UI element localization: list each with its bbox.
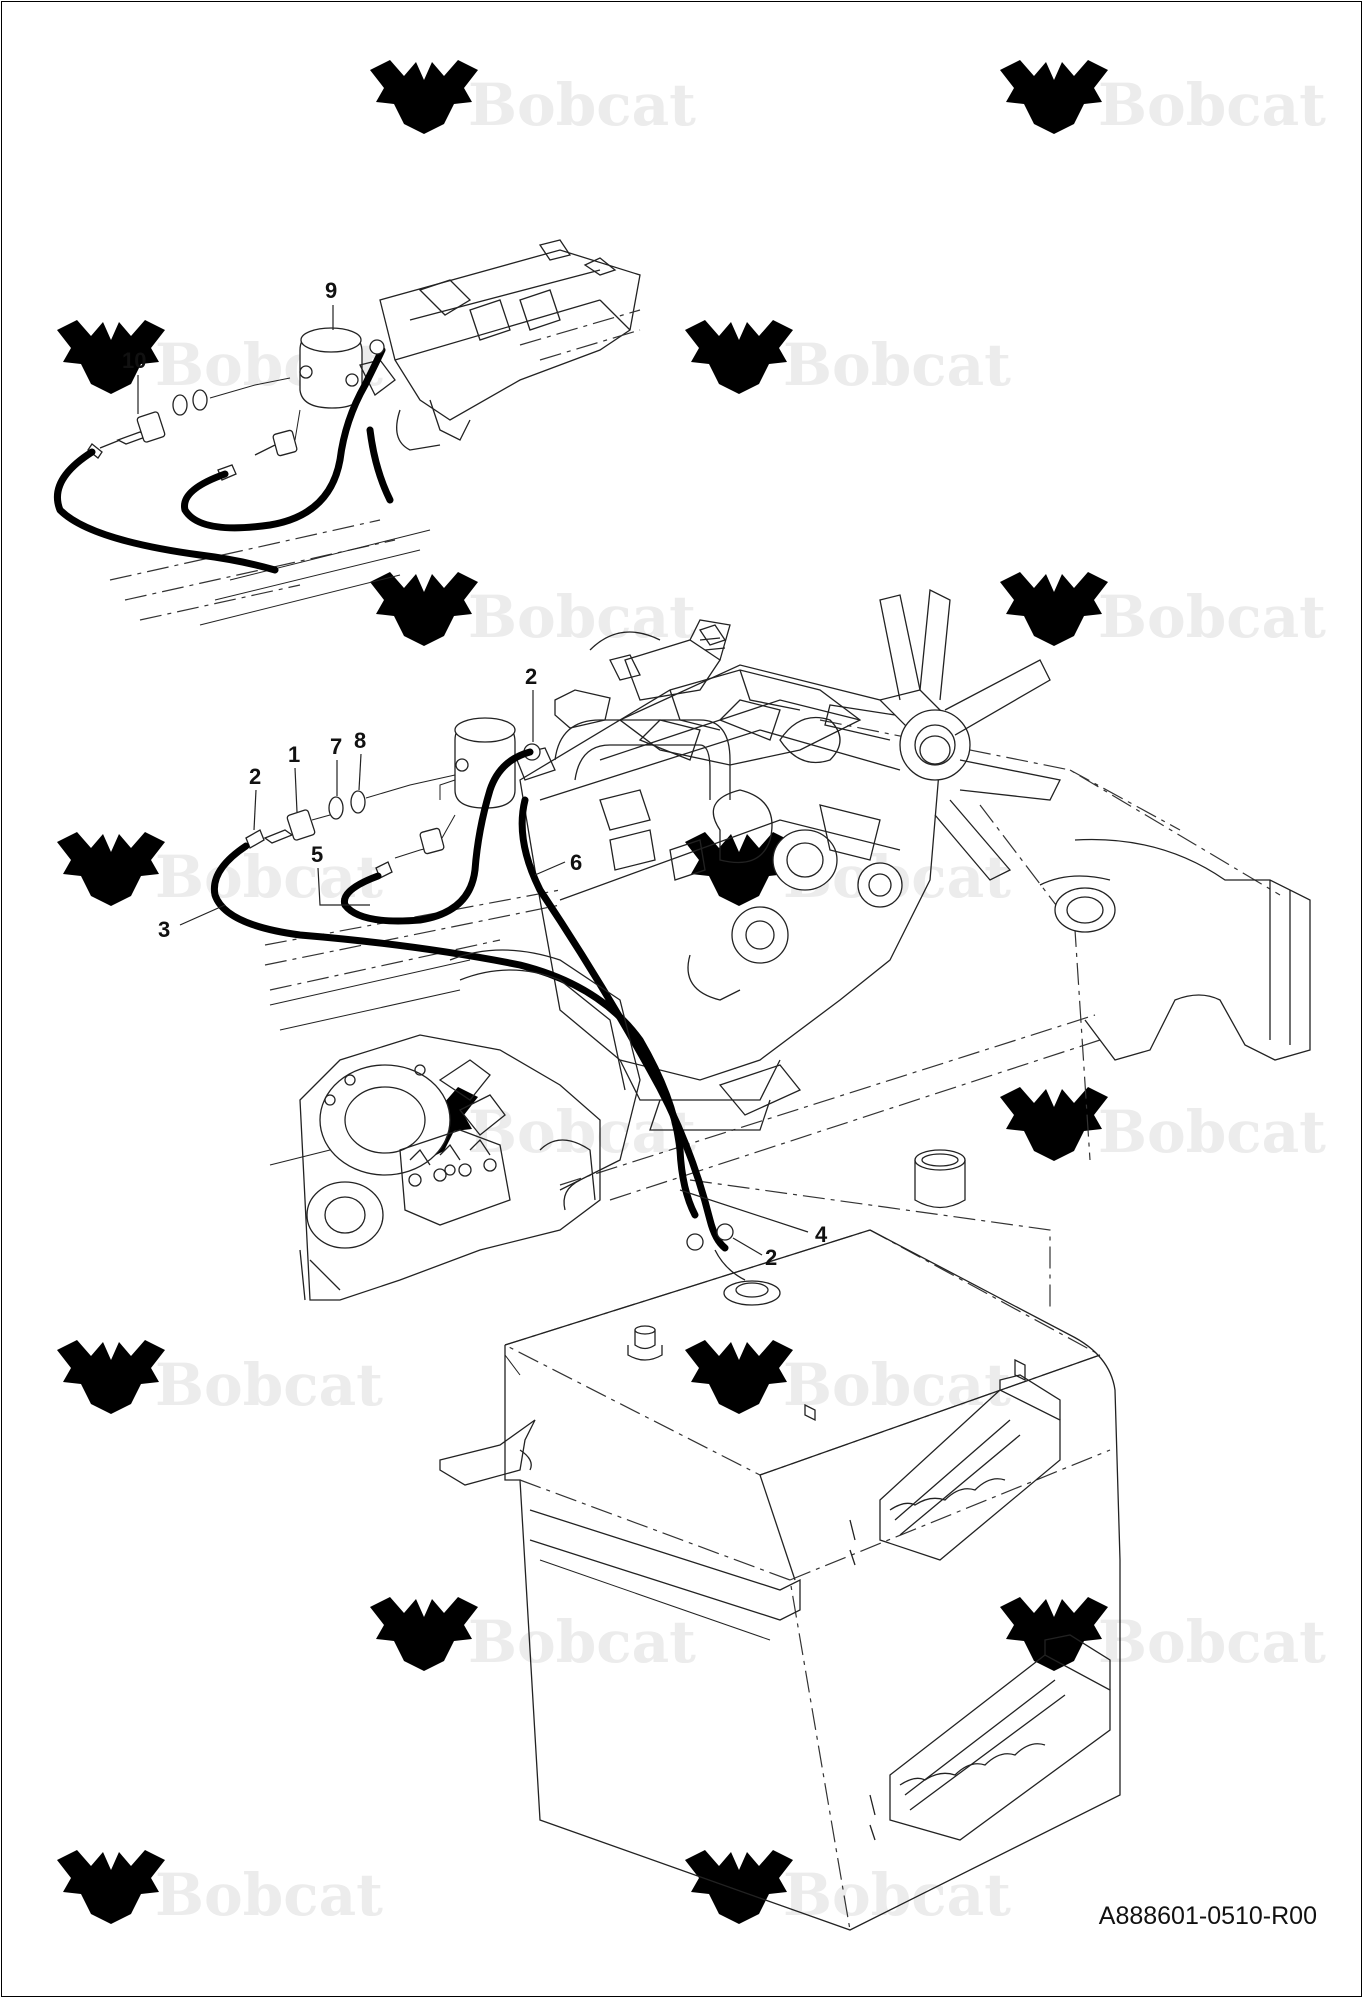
watermark-2: Bobcat [1000, 60, 1326, 139]
watermark-10: Bobcat [1000, 1087, 1326, 1166]
callout-5: 5 [311, 842, 323, 867]
watermark-text: Bobcat [155, 1861, 383, 1929]
callout-10: 10 [122, 348, 146, 373]
leader-4 [679, 1189, 809, 1233]
watermark-text: Bobcat [468, 71, 696, 139]
bobcat-logo-icon [685, 1340, 793, 1414]
callout-4: 4 [815, 1222, 828, 1247]
callout-3: 3 [158, 917, 170, 942]
leader-8 [358, 753, 362, 791]
fuel-filter-part-9 [299, 327, 396, 409]
watermark-16: Bobcat [685, 1850, 1011, 1929]
callout-6: 6 [570, 850, 582, 875]
engine-block [519, 588, 1061, 1131]
watermark-text: Bobcat [1098, 583, 1326, 651]
bobcat-logo-icon [1000, 1087, 1108, 1161]
clamp-inset [369, 339, 385, 355]
bobcat-logo-icon [57, 1340, 165, 1414]
fuel-hose-inset-2 [181, 346, 386, 532]
watermark-text: Bobcat [783, 331, 1011, 399]
callout-labels: 9 10 2 1 7 8 2 5 3 6 4 2 [122, 278, 828, 1270]
leader-3 [179, 904, 226, 926]
fuel-hose-inset-3 [366, 426, 394, 504]
leader-5 [317, 867, 370, 906]
watermark-grid: Bobcat Bobcat Bobcat Bobcat Bobcat Bobca… [57, 60, 1326, 1929]
bobcat-logo-icon [57, 1850, 165, 1924]
callout-2-bottom: 2 [765, 1245, 777, 1270]
callout-1: 1 [288, 742, 300, 767]
watermark-text: Bobcat [468, 583, 696, 651]
fitting-part-inset-lower [217, 409, 301, 481]
starter-motor [718, 1064, 802, 1116]
transmission [269, 949, 641, 1301]
bobcat-logo-icon [370, 60, 478, 134]
fitting-part-5 [394, 814, 456, 859]
watermark-9: Bobcat [370, 1087, 696, 1166]
bobcat-logo-icon [370, 1597, 478, 1671]
fitting-part-1 [263, 809, 331, 844]
watermark-4: Bobcat [685, 320, 1011, 399]
leader-1 [294, 767, 298, 813]
main-assembly-view [210, 588, 1311, 1310]
bobcat-logo-icon [370, 572, 478, 646]
watermark-12: Bobcat [685, 1340, 1011, 1419]
callout-8: 8 [354, 728, 366, 753]
bobcat-logo-icon [1000, 60, 1108, 134]
watermark-text: Bobcat [468, 1608, 696, 1676]
watermark-6: Bobcat [1000, 572, 1326, 651]
leader-6 [534, 861, 566, 876]
o-ring-part-8 [350, 774, 456, 814]
fitting-assembly-part-10 [87, 377, 291, 459]
fuel-filter-main [439, 717, 556, 809]
watermark-text: Bobcat [1098, 71, 1326, 139]
watermark-text: Bobcat [783, 1861, 1011, 1929]
step-upper [849, 1374, 1061, 1566]
watermark-text: Bobcat [1098, 1098, 1326, 1166]
fuel-tank-sender [686, 1223, 781, 1306]
watermark-14: Bobcat [1000, 1597, 1326, 1676]
watermark-5: Bobcat [370, 572, 696, 651]
watermark-text: Bobcat [1098, 1608, 1326, 1676]
callout-9: 9 [325, 278, 337, 303]
watermark-15: Bobcat [57, 1850, 383, 1929]
watermark-text: Bobcat [155, 1351, 383, 1419]
watermark-text: Bobcat [783, 1351, 1011, 1419]
callout-2-left: 2 [249, 764, 261, 789]
watermark-13: Bobcat [370, 1597, 696, 1676]
fuel-hose-part-3 [210, 842, 699, 1219]
cooling-fan [824, 588, 1061, 881]
inset-detail-view [53, 239, 641, 626]
watermark-1: Bobcat [370, 60, 696, 139]
step-lower [869, 1634, 1111, 1841]
o-ring-part-7 [328, 796, 344, 820]
document-id: A888601-0510-R00 [1098, 1902, 1317, 1930]
callout-2-top: 2 [525, 664, 537, 689]
watermark-text: Bobcat [468, 1098, 696, 1166]
fuel-hose-part-6 [518, 796, 729, 1252]
fuel-tank [439, 1149, 1121, 1931]
bobcat-logo-icon [685, 1850, 793, 1924]
callout-7: 7 [330, 734, 342, 759]
watermark-11: Bobcat [57, 1340, 383, 1419]
bobcat-logo-icon [1000, 572, 1108, 646]
bobcat-logo-icon [685, 320, 793, 394]
leader-2-left [253, 789, 257, 831]
fuel-hose-inset-1 [53, 448, 279, 574]
watermark-text: Bobcat [155, 843, 383, 911]
watermark-8: Bobcat [685, 832, 1011, 911]
bobcat-logo-icon [57, 320, 165, 394]
bobcat-logo-icon [57, 832, 165, 906]
leader-2-bottom [732, 1237, 763, 1256]
